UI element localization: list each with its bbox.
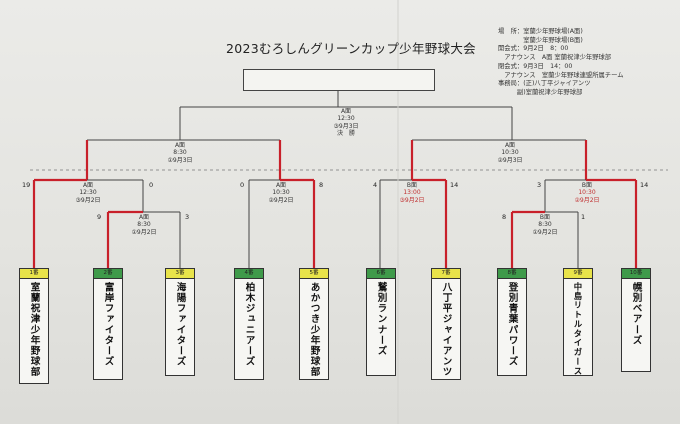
event-info: 場 所：室蘭少年野球場(A面) 室蘭少年野球場(B面) 開会式：9月2日 8：0… — [498, 28, 624, 98]
team-name: 室蘭祝津少年野球部 — [28, 282, 40, 378]
team-name: 海陽ファイターズ — [174, 282, 186, 367]
team-number: 1番 — [20, 269, 48, 279]
score: 14 — [450, 181, 459, 189]
team-card: 6番 鷲別ランナーズ — [366, 268, 396, 376]
score: 8 — [502, 213, 507, 221]
score: 0 — [149, 181, 154, 189]
team-name: あかつき少年野球部 — [308, 282, 320, 378]
team-card: 9番 中島リトルタイガース — [563, 268, 593, 376]
info-line: アナウンス A面 室蘭祝津少年野球部 — [498, 54, 612, 62]
team-name: 幌別ベアーズ — [630, 282, 642, 346]
team-number: 2番 — [94, 269, 122, 279]
team-card: 7番 八丁平ジャイアンツ — [431, 268, 461, 380]
score: 8 — [319, 181, 324, 189]
info-line: 開会式：9月2日 8：00 — [498, 45, 569, 53]
info-line: 閉会式：9月3日 14：00 — [498, 62, 573, 70]
team-name: 八丁平ジャイアンツ — [440, 282, 452, 378]
team-card: 4番 柏木ジュニアーズ — [234, 268, 264, 380]
score: 4 — [373, 181, 378, 189]
score: 0 — [240, 181, 245, 189]
team-card: 5番 あかつき少年野球部 — [299, 268, 329, 380]
team-name: 富岸ファイターズ — [102, 282, 114, 367]
score: 3 — [537, 181, 542, 189]
team-card: 8番 登別青葉パワーズ — [497, 268, 527, 376]
info-line: 事務局：(正)八丁平ジャイアンツ — [498, 80, 591, 88]
team-number: 9番 — [564, 269, 592, 279]
info-line: 室蘭少年野球場(B面) — [498, 36, 583, 44]
team-number: 4番 — [235, 269, 263, 279]
team-card: 10番 幌別ベアーズ — [621, 268, 651, 372]
team-name: 登別青葉パワーズ — [506, 282, 518, 367]
team-card: 2番 富岸ファイターズ — [93, 268, 123, 380]
info-line: 副)室蘭祝津少年野球部 — [498, 88, 583, 96]
team-number: 5番 — [300, 269, 328, 279]
champion-box — [243, 69, 435, 91]
team-number: 7番 — [432, 269, 460, 279]
score: 3 — [185, 213, 190, 221]
team-number: 8番 — [498, 269, 526, 279]
info-line: アナウンス 室蘭少年野球連盟所属チーム — [498, 71, 624, 79]
team-card: 3番 海陽ファイターズ — [165, 268, 195, 376]
team-number: 10番 — [622, 269, 650, 279]
team-name: 柏木ジュニアーズ — [243, 282, 255, 367]
team-name: 鷲別ランナーズ — [375, 282, 387, 357]
team-number: 6番 — [367, 269, 395, 279]
score: 14 — [640, 181, 649, 189]
score: 19 — [22, 181, 31, 189]
score: 1 — [581, 213, 586, 221]
page-title: 2023むろしんグリーンカップ少年野球大会 — [226, 41, 476, 56]
team-card: 1番 室蘭祝津少年野球部 — [19, 268, 49, 384]
team-number: 3番 — [166, 269, 194, 279]
info-line: 場 所：室蘭少年野球場(A面) — [498, 28, 583, 35]
score: 9 — [97, 213, 102, 221]
team-name: 中島リトルタイガース — [573, 282, 583, 376]
